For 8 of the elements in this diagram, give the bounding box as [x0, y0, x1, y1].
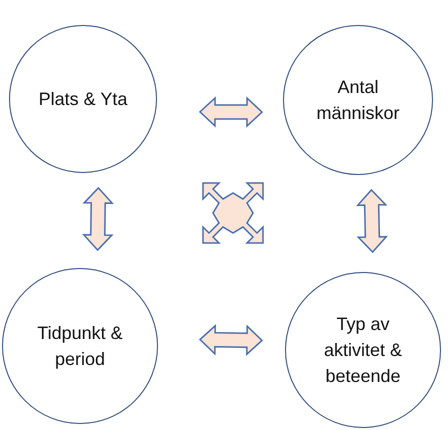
circle-label: Typ av aktivitet & beteende — [322, 312, 404, 388]
double-block-arrow — [198, 96, 264, 128]
circle-label: Antal människor — [315, 76, 401, 125]
circle-label: Tidpunkt & period — [36, 322, 124, 371]
double-block-arrow — [198, 324, 264, 356]
circle-label: Plats & Yta — [38, 88, 128, 111]
double-block-arrow — [82, 186, 114, 252]
double-block-arrow — [356, 188, 388, 254]
